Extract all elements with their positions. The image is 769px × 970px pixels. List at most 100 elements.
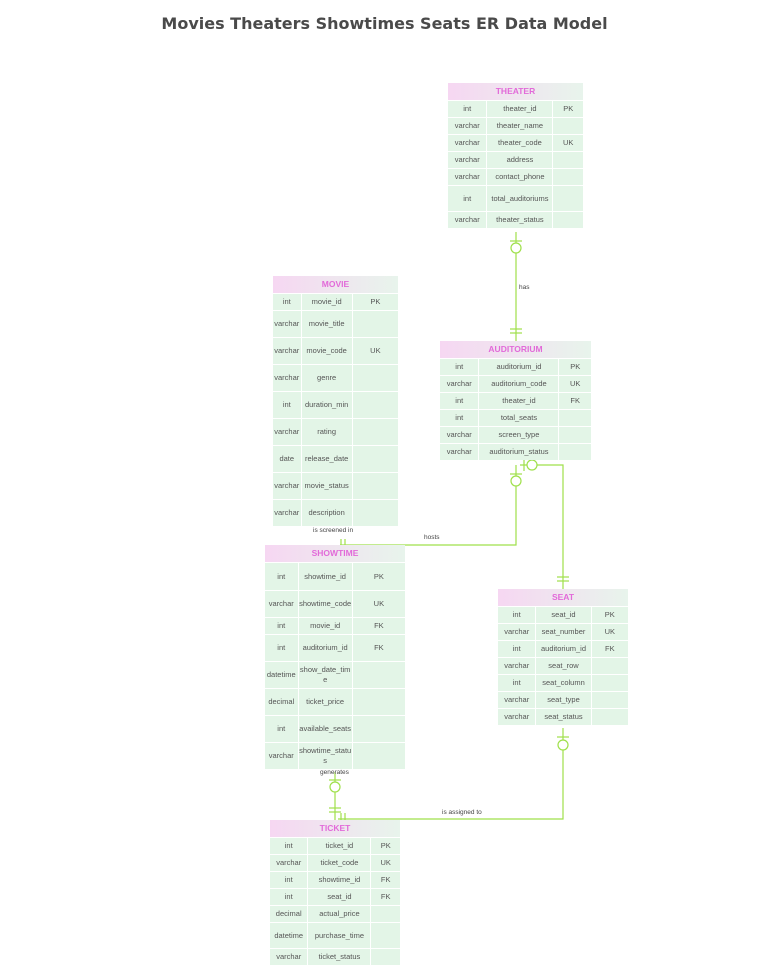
attribute-key: FK [351,635,405,661]
attribute-type: date [279,454,295,464]
attribute-type: int [284,841,293,851]
attribute-key [351,446,398,472]
attribute-type: varchar [446,447,472,457]
rel-contains-zero-marker [526,459,538,471]
attribute-type: varchar [454,172,480,182]
rel-label-has: has [519,284,530,291]
entity-seat-title: SEAT [498,589,628,606]
attribute-name: seat_column [535,675,590,691]
attribute-key [552,169,583,185]
attribute-row: decimal actual_price [270,905,400,922]
attribute-name: theater_id [478,393,558,409]
attribute-key: UK [590,624,628,640]
attribute-name: seat_number [535,624,590,640]
attribute-type: varchar [274,346,300,356]
rel-label-is-screened-in: is screened in [313,527,354,534]
attribute-type: int [512,644,521,654]
attribute-key: UK [351,338,398,364]
diagram-title: Movies Theaters Showtimes Seats ER Data … [161,14,608,33]
attribute-name: showtime_status [297,743,352,769]
attribute-name: theater_code [486,135,552,151]
attribute-key [351,716,405,742]
rel-assigned-line [338,728,564,820]
attribute-name: purchase_time [307,923,370,948]
attribute-type: int [284,892,293,902]
attribute-name: rating [300,419,352,445]
attribute-name: seat_id [535,607,590,623]
attribute-key [552,152,583,168]
attribute-name: theater_name [486,118,552,134]
entity-movie-title: MOVIE [273,276,398,293]
attribute-key: PK [351,563,405,590]
attribute-type: int [463,104,472,114]
attribute-name: auditorium_code [478,376,558,392]
attribute-key [351,311,398,337]
attribute-type: int [282,400,291,410]
attribute-type: varchar [274,427,300,437]
attribute-name: description [300,500,352,526]
attribute-type: varchar [274,319,300,329]
attribute-key: PK [351,294,398,310]
attribute-type: varchar [274,373,300,383]
attribute-name: ticket_id [307,838,370,854]
attribute-name: seat_id [307,889,370,905]
attribute-key: PK [552,101,583,117]
attribute-name: ticket_code [307,855,370,871]
attribute-key [351,662,405,688]
attribute-type: datetime [274,930,304,940]
attribute-name: movie_code [300,338,352,364]
attribute-key: UK [370,855,400,871]
attribute-name: theater_status [486,212,552,228]
attribute-type: int [455,413,464,423]
entity-theater-title: THEATER [448,83,583,100]
attribute-key: FK [370,889,400,905]
attribute-name: actual_price [307,906,370,922]
attribute-name: showtime_id [307,872,370,888]
attribute-name: available_seats [297,716,352,742]
attribute-name: movie_id [300,294,352,310]
attribute-type: decimal [275,909,302,919]
attribute-key: FK [370,872,400,888]
attribute-name: total_auditoriums [486,186,552,211]
attribute-key: UK [552,135,583,151]
rel-contains-line [520,464,564,589]
attribute-type: varchar [454,138,480,148]
attribute-type: varchar [446,379,472,389]
attribute-name: seat_status [535,709,590,725]
attribute-type: varchar [276,858,302,868]
attribute-type: int [277,571,286,581]
attribute-key [552,186,583,211]
attribute-name: showtime_code [297,591,352,617]
attribute-name: total_seats [478,410,558,426]
attribute-name: auditorium_id [535,641,590,657]
attribute-key [552,212,583,228]
attribute-type: int [277,621,286,631]
